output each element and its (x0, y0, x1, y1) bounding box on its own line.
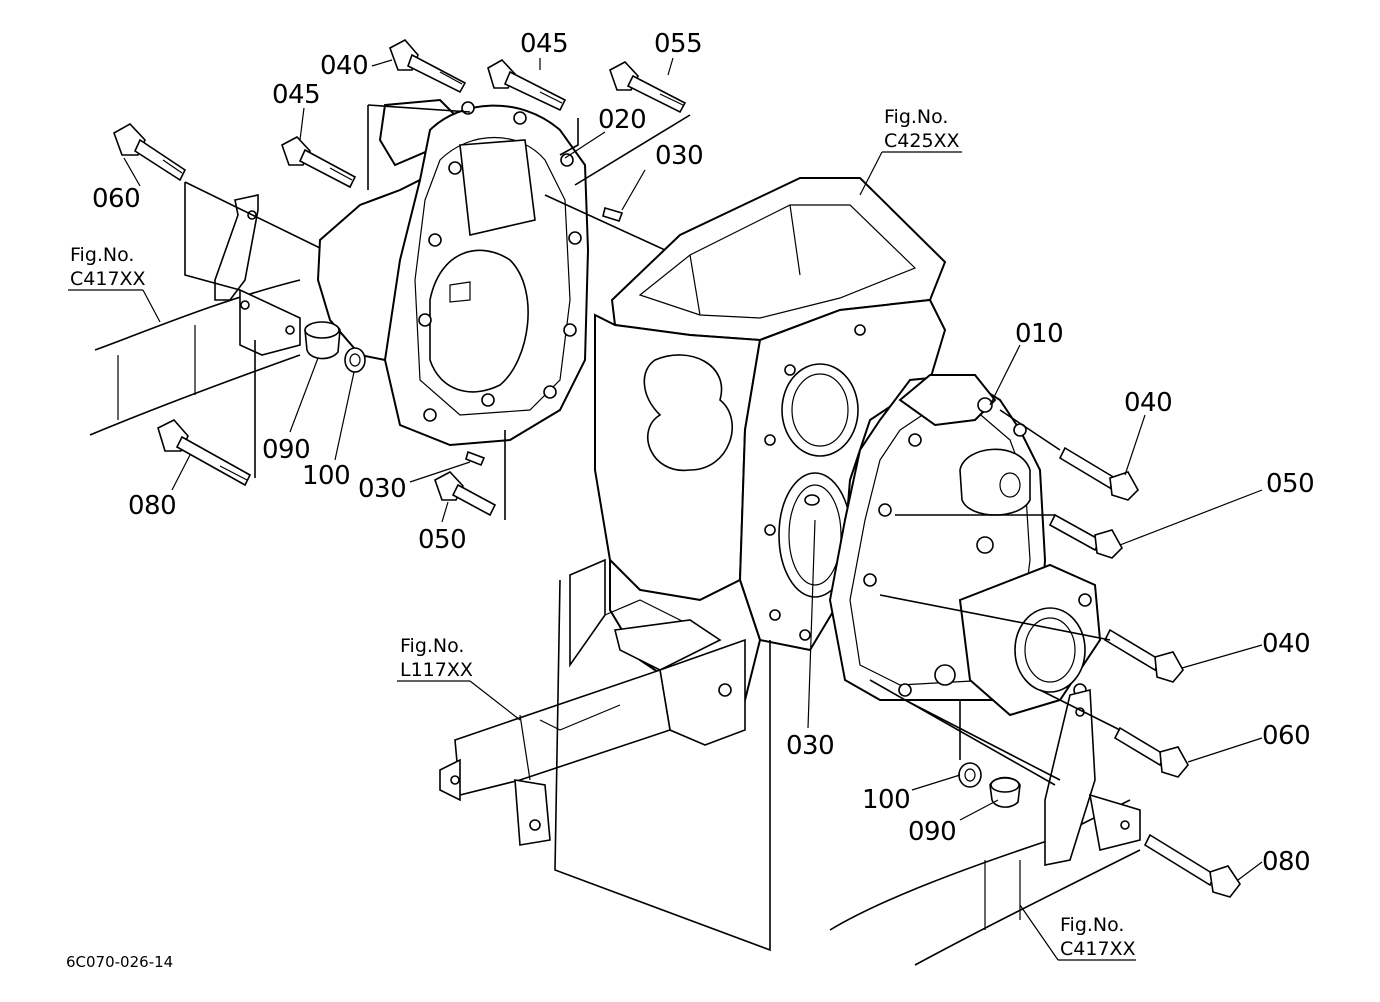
part-label-050: 050 (418, 525, 466, 555)
part-label-010: 010 (1015, 319, 1063, 349)
plug-090-right (989, 776, 1021, 808)
part-label-060: 060 (1262, 721, 1310, 751)
pin-030-lower-left (465, 450, 486, 467)
bolt-040-right-upper (1058, 446, 1139, 501)
bolt-050-right (1048, 513, 1123, 559)
part-label-090: 090 (908, 817, 956, 847)
fig-ref-c425-line1: Fig.No. (884, 106, 948, 128)
diagram-code: 6C070-026-14 (66, 953, 173, 971)
part-label-030: 030 (655, 141, 703, 171)
bolt-040-right-lower (1103, 628, 1184, 683)
fig-ref-l117-line1: Fig.No. (400, 635, 464, 657)
part-label-040: 040 (1124, 388, 1172, 418)
assembly-lines (184, 104, 1121, 952)
fig-ref-c417-right-line1: Fig.No. (1060, 914, 1124, 936)
part-label-060: 060 (92, 184, 140, 214)
figure-reference-leaders (68, 151, 1136, 961)
part-label-080: 080 (128, 491, 176, 521)
lower-support-frame (439, 558, 746, 846)
part-label-080: 080 (1262, 847, 1310, 877)
bolt-080-right (1143, 833, 1241, 898)
part-label-040: 040 (320, 51, 368, 81)
left-frame-bracket (89, 194, 301, 436)
pin-030-upper (602, 206, 624, 222)
part-label-055: 055 (654, 29, 702, 59)
part-label-030: 030 (786, 731, 834, 761)
fig-ref-c425-line2: C425XX (884, 130, 960, 152)
part-label-050: 050 (1266, 469, 1314, 499)
washer-100-right (958, 762, 982, 788)
right-frame-bracket (829, 688, 1141, 966)
bolt-040-top-left (389, 38, 467, 94)
fig-ref-c417-right-line2: C417XX (1060, 938, 1136, 960)
part-label-040: 040 (1262, 629, 1310, 659)
fig-ref-c417-left-line1: Fig.No. (70, 244, 134, 266)
part-label-045: 045 (272, 80, 320, 110)
callout-leaders (123, 57, 1263, 881)
bolt-045-top (487, 58, 567, 112)
right-housing-010 (828, 373, 1102, 717)
bolt-045-left (281, 136, 357, 189)
bolt-050-lower-left (434, 471, 497, 517)
fig-ref-l117-line2: L117XX (400, 659, 473, 681)
washer-100-left (344, 347, 366, 373)
part-label-100: 100 (862, 785, 910, 815)
fig-ref-c417-left-line2: C417XX (70, 268, 146, 290)
part-label-090: 090 (262, 435, 310, 465)
part-label-045: 045 (520, 29, 568, 59)
bolt-060-left (113, 122, 187, 182)
part-label-100: 100 (302, 461, 350, 491)
bolt-055 (609, 61, 687, 114)
bolt-060-right (1113, 726, 1189, 778)
bolt-080-left (157, 419, 252, 487)
part-label-030: 030 (358, 474, 406, 504)
plug-090-left (304, 321, 341, 360)
left-housing-020 (316, 98, 590, 447)
part-label-020: 020 (598, 105, 646, 135)
